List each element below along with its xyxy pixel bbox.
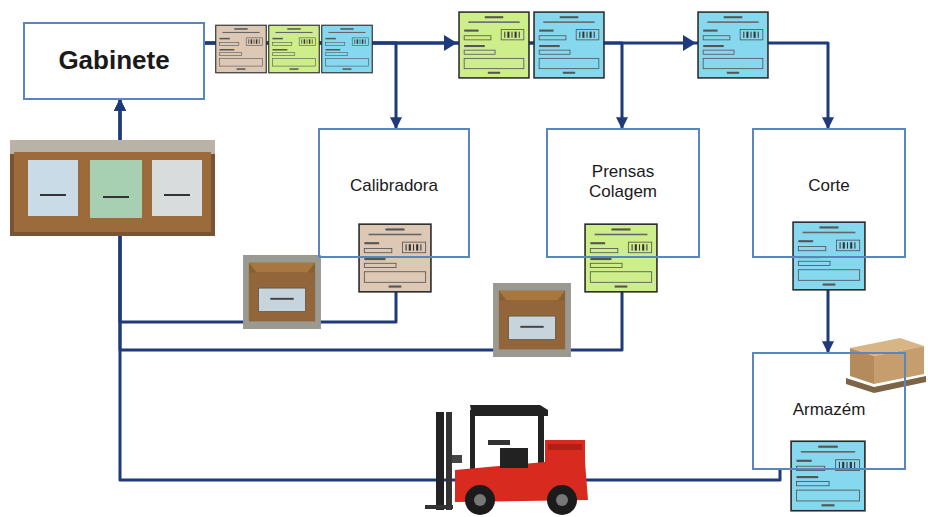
- process-box: Calibradora: [318, 128, 470, 258]
- process-box: Gabinete: [23, 22, 205, 100]
- box-label: Corte: [808, 176, 850, 196]
- process-box: Corte: [752, 128, 906, 258]
- box-label: Armazém: [793, 400, 866, 420]
- box-label: Calibradora: [350, 176, 438, 196]
- process-box: Prensas Colagem: [546, 128, 700, 258]
- box-label: Gabinete: [58, 45, 169, 76]
- box-label: Prensas Colagem: [573, 162, 673, 203]
- process-box: Armazém: [752, 352, 906, 470]
